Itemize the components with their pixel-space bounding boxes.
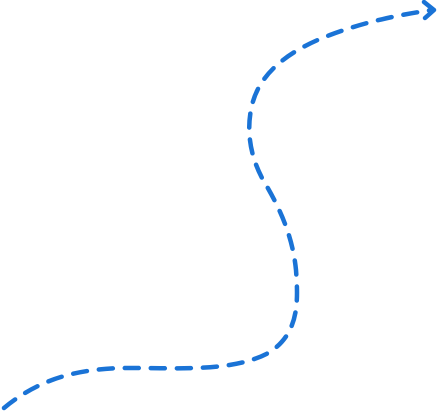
dashed-curved-path — [1, 7, 435, 411]
arrowhead — [421, 0, 437, 21]
